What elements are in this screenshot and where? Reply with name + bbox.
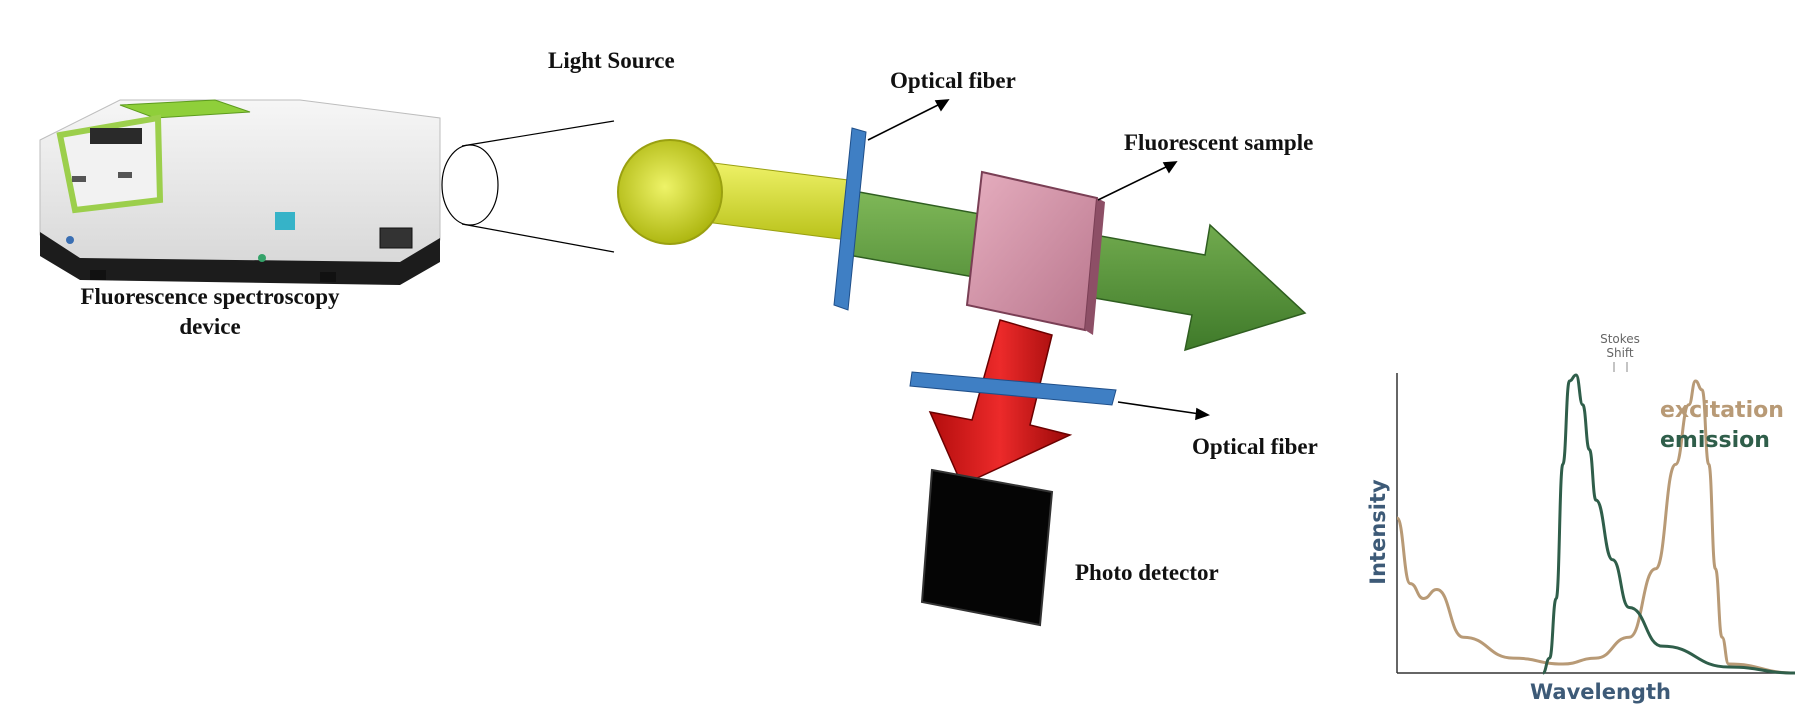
- chart-x-axis-title: Wavelength: [1530, 680, 1671, 704]
- pointer-arrows: [867, 99, 1210, 421]
- series-line-excitation: [1395, 379, 1796, 675]
- red-beam-arrow: [928, 319, 1073, 487]
- optical-fiber-bottom-shape: [909, 371, 1117, 406]
- device-label: Fluorescence spectroscopy device: [20, 282, 400, 342]
- fluorescent-sample-shape: [965, 170, 1105, 335]
- optical-fiber-top-label: Optical fiber: [890, 68, 1016, 93]
- optical-fiber-top-shape: [833, 127, 867, 311]
- zoom-lens-lines: [441, 120, 615, 253]
- photo-detector-shape: [920, 468, 1054, 627]
- stokes-shift-annotation: Stokes Shift: [1590, 332, 1650, 360]
- legend-emission: emission: [1660, 428, 1770, 453]
- stokes-shift-line1: Stokes: [1600, 332, 1640, 346]
- series-line-emission: [1542, 373, 1796, 675]
- device-label-line2: device: [179, 314, 241, 339]
- light-source-shape: [617, 139, 849, 245]
- light-source-label: Light Source: [548, 48, 675, 73]
- fluorescent-sample-label: Fluorescent sample: [1124, 130, 1314, 155]
- optical-fiber-bottom-label: Optical fiber: [1192, 434, 1318, 459]
- photo-detector-label: Photo detector: [1075, 560, 1219, 585]
- chart-y-axis-title: Intensity: [1366, 479, 1390, 585]
- spectrum-chart: [1395, 362, 1796, 675]
- legend-excitation: excitation: [1660, 398, 1784, 423]
- spectrometer-device-image: [39, 99, 441, 285]
- stokes-shift-line2: Shift: [1606, 346, 1634, 360]
- device-label-line1: Fluorescence spectroscopy: [80, 284, 340, 309]
